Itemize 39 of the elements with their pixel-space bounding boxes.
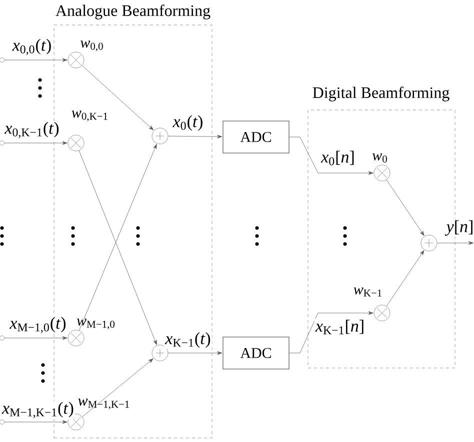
arrow	[168, 351, 222, 355]
weight-label: w$_{0,K−1}$	[72, 110, 108, 122]
arrow	[437, 241, 474, 245]
edge-label: x$_{M−1,0}$(t)	[10, 316, 66, 334]
adc-box: ADC	[222, 336, 290, 370]
adder-symbol	[152, 128, 168, 144]
arrow	[4, 141, 68, 145]
arrow	[289, 136, 374, 175]
edge-label: x$_{0}$(t)	[172, 115, 202, 131]
arrow	[4, 420, 68, 424]
arrow	[386, 180, 424, 236]
edge-label: x$_{K−1}$(t)	[164, 332, 210, 348]
adder-symbol	[420, 234, 438, 252]
edge-label: y[n]	[444, 220, 472, 236]
arrow	[386, 250, 424, 306]
edge-label: x$_{M−1,K−1}$(t)	[2, 402, 74, 418]
arrow	[289, 311, 374, 354]
arrow	[82, 358, 154, 417]
arrow	[168, 134, 222, 138]
arrow	[4, 58, 68, 62]
group-heading: Analogue Beamforming	[56, 4, 210, 20]
weight-label: w$_{0}$	[372, 153, 387, 163]
input-terminal	[0, 140, 4, 146]
group-heading: Digital Beamforming	[312, 86, 450, 102]
edge-label: x$_{0,K−1}$(t)	[4, 122, 59, 138]
edge-label: x$_{K−1}$[n]	[315, 320, 364, 334]
input-terminal	[0, 336, 4, 340]
edge-label: x$_{0}$[n]	[320, 150, 354, 166]
weight-label: w$_{0,0}$	[80, 40, 103, 52]
weight-label: w$_{M−1,K−1}$	[78, 398, 130, 410]
weight-label: w$_{M−1,0}$	[76, 318, 115, 330]
adder-symbol	[152, 344, 168, 362]
arrow	[4, 336, 68, 340]
edge-label: x$_{0,0}$(t)	[12, 38, 51, 56]
adc-box: ADC	[222, 120, 290, 154]
input-terminal	[0, 58, 4, 62]
weight-label: w$_{K−1}$	[354, 287, 382, 297]
input-terminal	[0, 420, 4, 424]
arrow	[82, 65, 154, 130]
